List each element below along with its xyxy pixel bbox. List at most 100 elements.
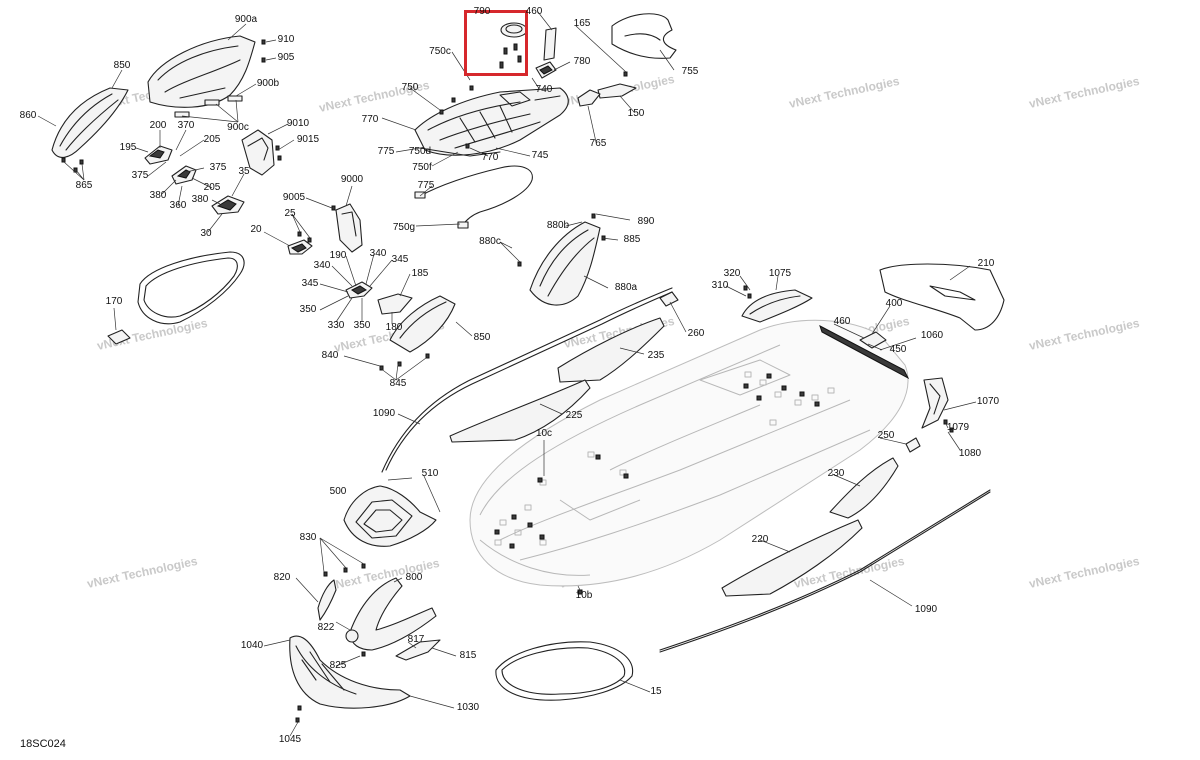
callout-250[interactable]: 250 xyxy=(877,430,895,441)
callout-260[interactable]: 260 xyxy=(687,328,705,339)
callout-1070[interactable]: 1070 xyxy=(976,396,1000,407)
callout-815[interactable]: 815 xyxy=(459,650,477,661)
callout-845[interactable]: 845 xyxy=(389,378,407,389)
callout-750[interactable]: 750 xyxy=(401,82,419,93)
callout-375[interactable]: 375 xyxy=(131,170,149,181)
callout-765[interactable]: 765 xyxy=(589,138,607,149)
callout-910[interactable]: 910 xyxy=(277,34,295,45)
callout-905[interactable]: 905 xyxy=(277,52,295,63)
callout-880b[interactable]: 880b xyxy=(546,220,570,231)
hull-ghost xyxy=(469,319,909,595)
callout-170[interactable]: 170 xyxy=(105,296,123,307)
callout-817[interactable]: 817 xyxy=(407,634,425,645)
callout-750f[interactable]: 750f xyxy=(412,162,432,173)
callout-850[interactable]: 850 xyxy=(113,60,131,71)
callout-780[interactable]: 780 xyxy=(573,56,591,67)
callout-9010[interactable]: 9010 xyxy=(286,118,310,129)
rail-1060 xyxy=(819,324,910,380)
callout-750g[interactable]: 750g xyxy=(392,222,416,233)
callout-210[interactable]: 210 xyxy=(977,258,995,269)
callout-360[interactable]: 360 xyxy=(169,200,187,211)
callout-370[interactable]: 370 xyxy=(177,120,195,131)
callout-350[interactable]: 350 xyxy=(299,304,317,315)
callout-180[interactable]: 180 xyxy=(385,322,403,333)
callout-165[interactable]: 165 xyxy=(573,18,591,29)
callout-375[interactable]: 375 xyxy=(209,162,227,173)
callout-150[interactable]: 150 xyxy=(627,108,645,119)
callout-20[interactable]: 20 xyxy=(250,224,262,235)
callout-205[interactable]: 205 xyxy=(203,182,221,193)
callout-350[interactable]: 350 xyxy=(353,320,371,331)
callout-900b[interactable]: 900b xyxy=(256,78,280,89)
callout-25[interactable]: 25 xyxy=(284,208,296,219)
callout-330[interactable]: 330 xyxy=(327,320,345,331)
callout-235[interactable]: 235 xyxy=(647,350,665,361)
callout-900c[interactable]: 900c xyxy=(227,122,249,133)
callout-850[interactable]: 850 xyxy=(473,332,491,343)
callout-380[interactable]: 380 xyxy=(149,190,167,201)
callout-500[interactable]: 500 xyxy=(329,486,347,497)
callout-885[interactable]: 885 xyxy=(623,234,641,245)
callout-825[interactable]: 825 xyxy=(329,660,347,671)
callout-345[interactable]: 345 xyxy=(391,254,409,265)
callout-775[interactable]: 775 xyxy=(377,146,395,157)
callout-880c[interactable]: 880c xyxy=(479,236,501,247)
callout-460[interactable]: 460 xyxy=(525,6,543,17)
callout-400[interactable]: 400 xyxy=(885,298,903,309)
panel-850b xyxy=(389,295,456,353)
callout-770[interactable]: 770 xyxy=(481,152,499,163)
callout-1045[interactable]: 1045 xyxy=(278,734,302,745)
callout-820[interactable]: 820 xyxy=(273,572,291,583)
callout-880a[interactable]: 880a xyxy=(614,282,638,293)
callout-770[interactable]: 770 xyxy=(361,114,379,125)
callout-775[interactable]: 775 xyxy=(417,180,435,191)
callout-310[interactable]: 310 xyxy=(711,280,729,291)
callout-1090[interactable]: 1090 xyxy=(372,408,396,419)
callout-460[interactable]: 460 xyxy=(833,316,851,327)
callout-830[interactable]: 830 xyxy=(299,532,317,543)
callout-220[interactable]: 220 xyxy=(751,534,769,545)
callout-340[interactable]: 340 xyxy=(369,248,387,259)
callout-230[interactable]: 230 xyxy=(827,468,845,479)
callout-1079[interactable]: 1079 xyxy=(946,422,970,433)
callout-750c[interactable]: 750c xyxy=(429,46,451,57)
callout-900a[interactable]: 900a xyxy=(234,14,258,25)
callout-840[interactable]: 840 xyxy=(321,350,339,361)
callout-800[interactable]: 800 xyxy=(405,572,423,583)
callout-1090[interactable]: 1090 xyxy=(914,604,938,615)
callout-345[interactable]: 345 xyxy=(301,278,319,289)
callout-1060[interactable]: 1060 xyxy=(920,330,944,341)
callout-340[interactable]: 340 xyxy=(313,260,331,271)
callout-750d[interactable]: 750d xyxy=(408,146,432,157)
callout-1075[interactable]: 1075 xyxy=(768,268,792,279)
callout-510[interactable]: 510 xyxy=(421,468,439,479)
callout-1040[interactable]: 1040 xyxy=(240,640,264,651)
callout-380[interactable]: 380 xyxy=(191,194,209,205)
callout-30[interactable]: 30 xyxy=(200,228,212,239)
callout-15[interactable]: 15 xyxy=(650,686,662,697)
callout-450[interactable]: 450 xyxy=(889,344,907,355)
callout-190[interactable]: 190 xyxy=(329,250,347,261)
callout-822[interactable]: 822 xyxy=(317,622,335,633)
callout-745[interactable]: 745 xyxy=(531,150,549,161)
callout-225[interactable]: 225 xyxy=(565,410,583,421)
callout-740[interactable]: 740 xyxy=(535,84,553,95)
callout-1030[interactable]: 1030 xyxy=(456,702,480,713)
callout-755[interactable]: 755 xyxy=(681,66,699,77)
callout-9005[interactable]: 9005 xyxy=(282,192,306,203)
callout-865[interactable]: 865 xyxy=(75,180,93,191)
callout-35[interactable]: 35 xyxy=(238,166,250,177)
callout-860[interactable]: 860 xyxy=(19,110,37,121)
callout-890[interactable]: 890 xyxy=(637,216,655,227)
callout-205[interactable]: 205 xyxy=(203,134,221,145)
callout-195[interactable]: 195 xyxy=(119,142,137,153)
callout-1080[interactable]: 1080 xyxy=(958,448,982,459)
callout-10b[interactable]: 10b xyxy=(575,590,593,601)
callout-10c[interactable]: 10c xyxy=(535,428,553,439)
callout-185[interactable]: 185 xyxy=(411,268,429,279)
callout-790[interactable]: 790 xyxy=(473,6,491,17)
callout-9000[interactable]: 9000 xyxy=(340,174,364,185)
callout-200[interactable]: 200 xyxy=(149,120,167,131)
callout-9015[interactable]: 9015 xyxy=(296,134,320,145)
callout-320[interactable]: 320 xyxy=(723,268,741,279)
